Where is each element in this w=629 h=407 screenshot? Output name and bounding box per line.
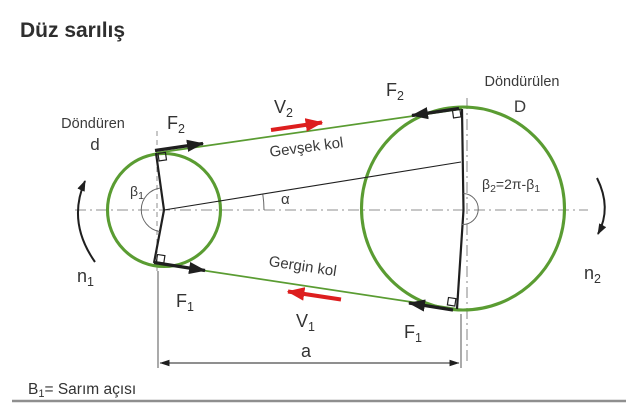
driven-pulley-circle: [359, 105, 567, 312]
v1-label: V1: [296, 311, 315, 334]
n2-label: n2: [584, 263, 601, 286]
alpha-reference-line: [163, 161, 462, 211]
beta1-angle-arc: [140, 187, 161, 232]
f1-label-driver: F1: [176, 291, 194, 314]
center-distance-label: a: [301, 341, 312, 361]
v2-velocity-arrow: [270, 118, 324, 132]
f2-label-driver: F2: [167, 113, 185, 136]
f1-label-driven: F1: [404, 322, 422, 345]
driven-pulley-symbol: D: [514, 97, 526, 116]
beta1-label: β1: [130, 183, 144, 202]
f2-arrow-driver: [154, 139, 205, 153]
n1-label: n1: [77, 266, 94, 289]
v1-velocity-arrow: [286, 287, 342, 302]
driven-radius-lines: [455, 108, 465, 310]
v2-label: V2: [274, 97, 293, 120]
n1-rotation-arrow: [76, 180, 96, 263]
beta2-label: β2=2π-β1: [482, 176, 540, 195]
driver-pulley-symbol: d: [90, 135, 99, 154]
wrap-angle-footnote: B1= Sarım açısı: [28, 381, 136, 400]
slack-side-label: Gevşek kol: [269, 134, 345, 161]
right-angle-marker-bottom-right: [446, 296, 457, 307]
f1-arrow-driver: [153, 260, 207, 275]
n2-rotation-arrow: [596, 177, 607, 235]
page-title: Düz sarılış: [20, 19, 125, 42]
alpha-angle-arc: [262, 194, 265, 211]
driver-radius-lines: [152, 152, 166, 264]
alpha-label: α: [281, 191, 290, 208]
f2-arrow-driven: [410, 106, 460, 120]
driven-pulley-label: Döndürülen: [485, 74, 560, 90]
beta2-angle-arc: [461, 193, 479, 226]
driver-pulley-label: Döndüren: [61, 116, 125, 132]
f1-arrow-driven: [407, 299, 454, 312]
tight-side-label: Gergin kol: [268, 253, 338, 280]
right-angle-marker-top-left: [157, 151, 168, 162]
driver-pulley-circle: [105, 151, 223, 269]
f2-label-driven: F2: [386, 80, 404, 103]
